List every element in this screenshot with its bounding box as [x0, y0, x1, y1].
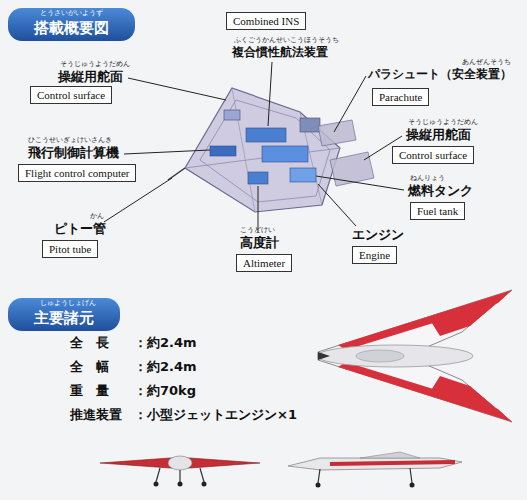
ruby-text: かん — [90, 213, 104, 221]
part-label: 複合慣性航法装置 — [232, 46, 328, 59]
spec-text: ：約70kg — [134, 384, 196, 398]
part-label: ピトー管 — [54, 222, 106, 236]
drone-front-view — [100, 456, 260, 487]
english-label-box: Engine — [352, 246, 397, 264]
english-label-box: Pitot tube — [42, 240, 98, 258]
part-label: 操縦用舵面 — [406, 128, 471, 142]
ruby-text: ひこうせいぎょけいさんき — [28, 137, 112, 145]
box-text: Parachute — [379, 91, 422, 103]
spec-text: 全 幅 — [70, 360, 109, 374]
box-text: Altimeter — [243, 257, 285, 269]
english-label-box: Fuel tank — [410, 202, 465, 220]
box-text: Pitot tube — [49, 243, 91, 255]
box-text: Control surface — [399, 149, 467, 161]
ruby-text: そうじゅうようだめん — [60, 61, 130, 69]
spec-text: ：小型ジェットエンジン×1 — [134, 408, 297, 422]
ruby-text: ふくごうかんせいこうほうそうち — [234, 37, 339, 45]
ruby-text: とうさいがいようず — [40, 10, 103, 18]
header-text: 主要諸元 — [34, 309, 94, 328]
spec-text: ：約2.4m — [134, 336, 197, 350]
english-label-box: Control surface — [392, 146, 474, 164]
spec-text: 全 長 — [70, 336, 109, 350]
ruby-text: ねんりょう — [410, 175, 445, 183]
box-text: Fuel tank — [417, 205, 458, 217]
english-label-box: Parachute — [372, 88, 429, 106]
spec-text: 重 量 — [70, 384, 109, 398]
spec-text: 推進装置 — [70, 408, 122, 422]
english-label-box: Flight control computer — [18, 164, 136, 182]
ruby-text: そうじゅうようだめん — [408, 119, 478, 127]
english-label-box: Combined INS — [226, 12, 306, 30]
box-text: Flight control computer — [25, 167, 129, 179]
part-label: パラシュート（安全装置） — [368, 68, 512, 81]
drone-cutaway — [168, 88, 374, 212]
spec-text: ：約2.4m — [134, 360, 197, 374]
part-label: エンジン — [352, 228, 404, 242]
box-text: Engine — [359, 249, 390, 261]
header-text: 搭載概要図 — [34, 19, 109, 38]
leader-lines — [104, 62, 404, 232]
box-text: Combined INS — [233, 15, 299, 27]
drone-side-view — [288, 452, 462, 488]
english-label-box: Control surface — [30, 86, 112, 104]
box-text: Control surface — [37, 89, 105, 101]
part-label: 操縦用舵面 — [58, 70, 123, 84]
ruby-text: こうどけい — [240, 227, 275, 235]
ruby-text: しゅようしょげん — [40, 300, 96, 308]
ruby-text: あんぜんそうち — [462, 59, 511, 67]
part-label: 燃料タンク — [408, 184, 473, 198]
drone-top-view — [317, 290, 512, 422]
part-label: 高度計 — [240, 236, 279, 250]
english-label-box: Altimeter — [236, 254, 292, 272]
part-label: 飛行制御計算機 — [28, 146, 119, 160]
